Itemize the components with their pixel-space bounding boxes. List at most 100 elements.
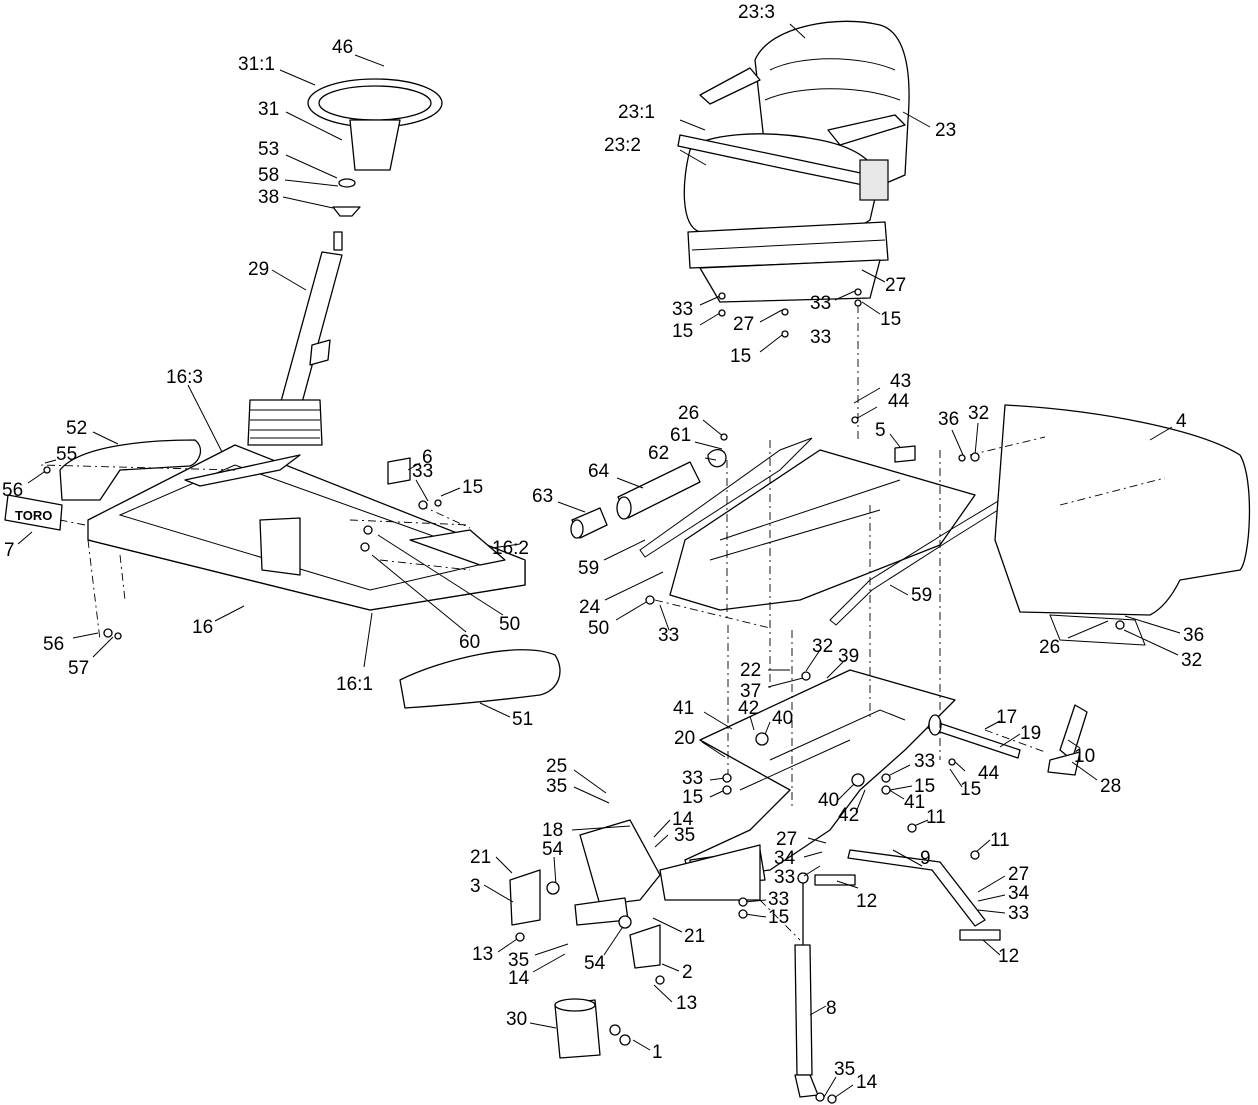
callout-23-2: 23:2 (604, 135, 641, 156)
callout-56a: 56 (2, 480, 23, 501)
callout-28: 28 (1100, 776, 1121, 797)
callout-9: 9 (920, 848, 931, 869)
steering-column (247, 251, 343, 446)
callout-59b: 59 (911, 585, 932, 606)
callout-33i: 33 (1008, 903, 1029, 924)
assembly-guides (39, 305, 1166, 941)
callout-19: 19 (1020, 723, 1041, 744)
callout-62: 62 (648, 443, 669, 464)
steering-valve-30 (554, 998, 631, 1059)
callout-16-2: 16:2 (492, 538, 529, 559)
main-frame (659, 669, 956, 901)
pedal-10 (1047, 704, 1088, 776)
callout-42a: 42 (738, 698, 759, 719)
callout-31: 31 (258, 99, 279, 120)
callout-18: 18 (542, 820, 563, 841)
callout-41a: 41 (673, 698, 694, 719)
callout-15g: 15 (914, 776, 935, 797)
callout-40b: 40 (818, 790, 839, 811)
callout-15c: 15 (730, 346, 751, 367)
floor-mat-51 (399, 649, 561, 709)
callout-36a: 36 (938, 409, 959, 430)
callout-27b: 27 (733, 314, 754, 335)
callout-13a: 13 (472, 944, 493, 965)
callout-35d: 35 (834, 1059, 855, 1080)
callout-23: 23 (935, 120, 956, 141)
callout-44a: 44 (888, 391, 910, 412)
callout-46: 46 (332, 37, 353, 58)
callout-35c: 35 (508, 950, 529, 971)
callout-5: 5 (875, 420, 886, 441)
seat-assembly (677, 20, 910, 303)
callout-57: 57 (68, 658, 89, 679)
callout-27d: 27 (1008, 864, 1029, 885)
callout-15a: 15 (672, 321, 693, 342)
callout-50a: 50 (499, 614, 520, 635)
callout-14c: 14 (856, 1072, 878, 1093)
callout-54b: 54 (584, 953, 606, 974)
callout-4: 4 (1176, 411, 1187, 432)
callout-16-1: 16:1 (336, 674, 373, 695)
callout-22: 22 (740, 660, 761, 681)
lever-9 (814, 849, 1001, 941)
callout-6: 6 (422, 447, 433, 468)
callout-35b: 35 (674, 825, 695, 846)
callout-16: 16 (192, 617, 213, 638)
callout-33j: 33 (768, 889, 789, 910)
callout-1: 1 (652, 1042, 663, 1063)
callout-60: 60 (459, 632, 480, 653)
callout-61: 61 (670, 425, 691, 446)
callout-15d: 15 (462, 477, 483, 498)
callout-17: 17 (996, 707, 1017, 728)
gas-spring-8 (794, 872, 819, 1098)
callout-23-3: 23:3 (738, 2, 775, 23)
steering-wheel (307, 78, 443, 251)
callout-64: 64 (588, 461, 610, 482)
callout-26b: 26 (1039, 637, 1060, 658)
callout-32b: 32 (1181, 650, 1202, 671)
callout-15h: 15 (768, 907, 789, 928)
callout-27c: 27 (776, 829, 797, 850)
callout-11b: 11 (990, 830, 1010, 851)
callout-32c: 32 (812, 636, 833, 657)
callout-59a: 59 (578, 558, 599, 579)
callout-58: 58 (258, 165, 279, 186)
bracket-assembly (509, 819, 661, 969)
shaft-19 (927, 714, 1021, 759)
callout-27a: 27 (885, 275, 906, 296)
callout-30: 30 (506, 1009, 527, 1030)
callout-14a: 14 (672, 809, 694, 830)
hardware (43, 288, 1125, 1104)
callout-7: 7 (4, 540, 15, 561)
callout-33d: 33 (412, 461, 433, 482)
callout-12a: 12 (856, 891, 877, 912)
callout-31-1: 31:1 (238, 54, 275, 75)
callout-34a: 34 (774, 848, 796, 869)
callout-33b: 33 (810, 293, 831, 314)
callout-36b: 36 (1183, 625, 1204, 646)
callout-44b: 44 (978, 763, 1000, 784)
callout-13b: 13 (676, 993, 697, 1014)
callout-52: 52 (66, 418, 87, 439)
callout-38: 38 (258, 187, 279, 208)
callout-33f: 33 (682, 768, 703, 789)
right-platform (669, 445, 976, 611)
callout-33a: 33 (672, 299, 693, 320)
callout-35a: 35 (546, 776, 567, 797)
callout-2: 2 (682, 962, 693, 983)
callout-25: 25 (546, 756, 567, 777)
leader-lines (17, 23, 1181, 1099)
decal-6 (387, 457, 411, 485)
callout-33h: 33 (774, 867, 795, 888)
callout-23-1: 23:1 (618, 102, 655, 123)
callout-24: 24 (579, 597, 601, 618)
callout-63: 63 (532, 486, 553, 507)
callout-33e: 33 (658, 625, 679, 646)
callout-41b: 41 (904, 792, 925, 813)
callout-51: 51 (512, 709, 533, 730)
callout-53: 53 (258, 139, 279, 160)
callout-34b: 34 (1008, 883, 1030, 904)
callout-labels: 23:3 23 23:1 23:2 27 33 15 27 33 15 33 1… (2, 2, 1204, 1093)
